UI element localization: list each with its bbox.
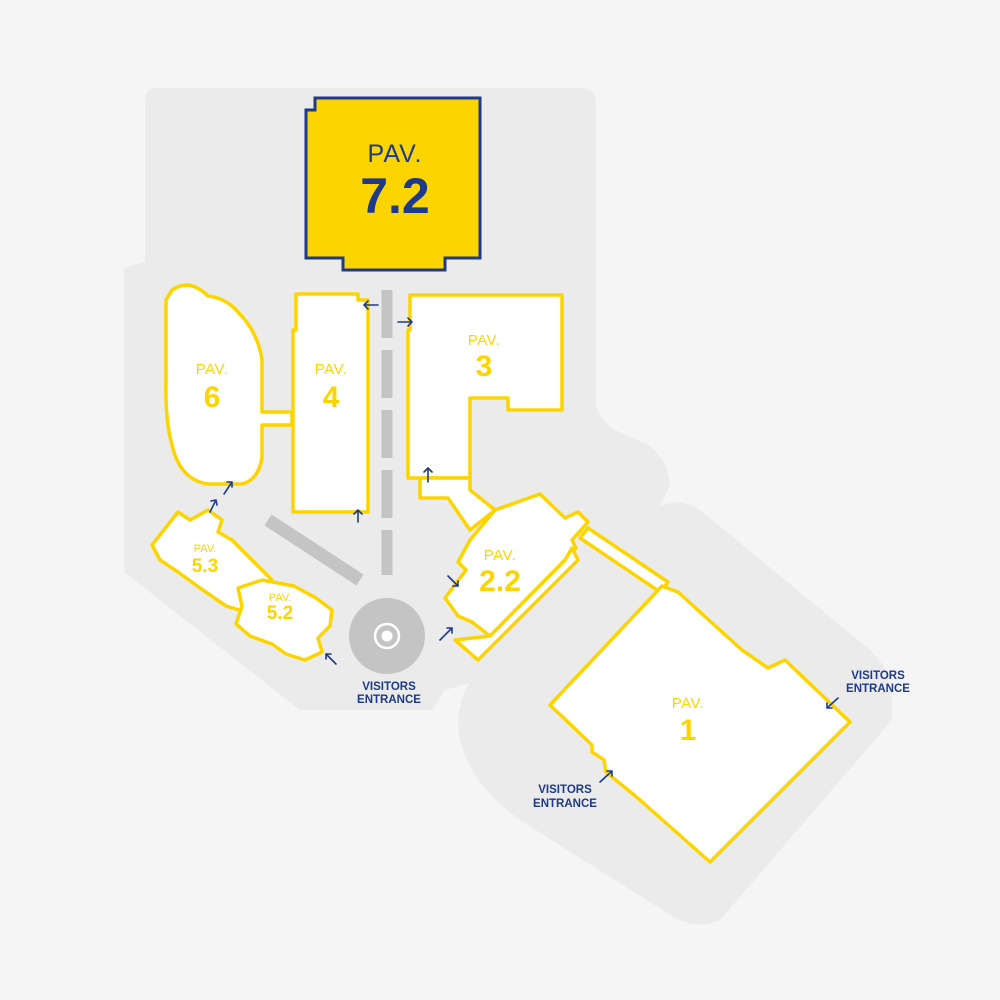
pavilion-7-2[interactable]: PAV. 7.2 — [304, 96, 482, 272]
pavilion-6-shape — [164, 283, 294, 486]
pavilion-5-2-number: 5.2 — [267, 603, 293, 624]
arrow-icon — [599, 770, 613, 783]
pavilion-3-number: 3 — [476, 350, 493, 383]
entrance-bottom-line1: VISITORS — [538, 784, 592, 796]
pavilion-7-2-number: 7.2 — [360, 168, 430, 224]
pavilion-2-2-number: 2.2 — [479, 565, 521, 598]
arrow-icon — [826, 697, 839, 709]
pavilion-5-2-shape — [234, 578, 334, 662]
pavilion-1-shape — [548, 584, 852, 864]
arrow-icon — [423, 467, 433, 483]
pavilion-2-2[interactable]: PAV. 2.2 — [443, 492, 590, 662]
pavilion-6-prefix: PAV. — [196, 361, 229, 378]
pavilion-2-2-prefix: PAV. — [484, 547, 517, 564]
walkways — [264, 290, 425, 674]
walkway-diagonal — [264, 514, 364, 586]
entrance-center-line2: ENTRANCE — [357, 694, 421, 706]
pavilion-6[interactable]: PAV. 6 — [164, 283, 294, 486]
pavilion-4-number: 4 — [323, 381, 340, 414]
entrance-right-line1: VISITORS — [851, 670, 905, 682]
arrow-icon — [447, 575, 459, 587]
pavilion-3-shape — [406, 293, 564, 480]
target-icon — [373, 622, 401, 650]
pavilion-5-2-prefix: PAV. — [269, 592, 291, 604]
pavilion-7-2-shape — [304, 96, 482, 272]
entrance-center: VISITORS ENTRANCE — [357, 681, 421, 706]
arrow-icon — [325, 653, 337, 665]
pavilion-5-3-prefix: PAV. — [194, 543, 216, 555]
pavilion-3-prefix: PAV. — [468, 332, 501, 349]
pavilion-7-2-prefix: PAV. — [368, 140, 423, 168]
arrow-icon — [397, 317, 413, 327]
pavilion-4-shape — [291, 292, 370, 514]
connector-2-2-1 — [578, 526, 670, 594]
pavilion-5-3-number: 5.3 — [192, 556, 218, 577]
entrance-right: VISITORS ENTRANCE — [846, 670, 910, 695]
entrance-right-line2: ENTRANCE — [846, 683, 910, 695]
access-arrows — [209, 300, 839, 783]
pavilion-2-2-wing — [453, 546, 580, 662]
pavilion-4-prefix: PAV. — [315, 361, 348, 378]
entrance-bottom: VISITORS ENTRANCE — [533, 784, 597, 810]
entrance-center-line1: VISITORS — [362, 681, 416, 693]
pavilion-1-prefix: PAV. — [672, 695, 705, 712]
arrow-icon — [439, 627, 453, 641]
pavilion-1-number: 1 — [680, 714, 697, 747]
connector-3-2-2 — [418, 476, 497, 532]
arrow-icon — [223, 481, 233, 495]
arrow-icon — [363, 300, 379, 310]
pavilion-3[interactable]: PAV. 3 — [406, 293, 564, 480]
arrow-icon — [209, 499, 218, 513]
arrow-icon — [353, 509, 363, 523]
entrance-bottom-line2: ENTRANCE — [533, 798, 597, 810]
pavilion-4[interactable]: PAV. 4 — [291, 292, 370, 514]
pavilion-6-number: 6 — [204, 381, 221, 414]
pavilion-1[interactable]: PAV. 1 — [548, 584, 852, 864]
pavilion-5-2[interactable]: PAV. 5.2 — [234, 578, 334, 662]
